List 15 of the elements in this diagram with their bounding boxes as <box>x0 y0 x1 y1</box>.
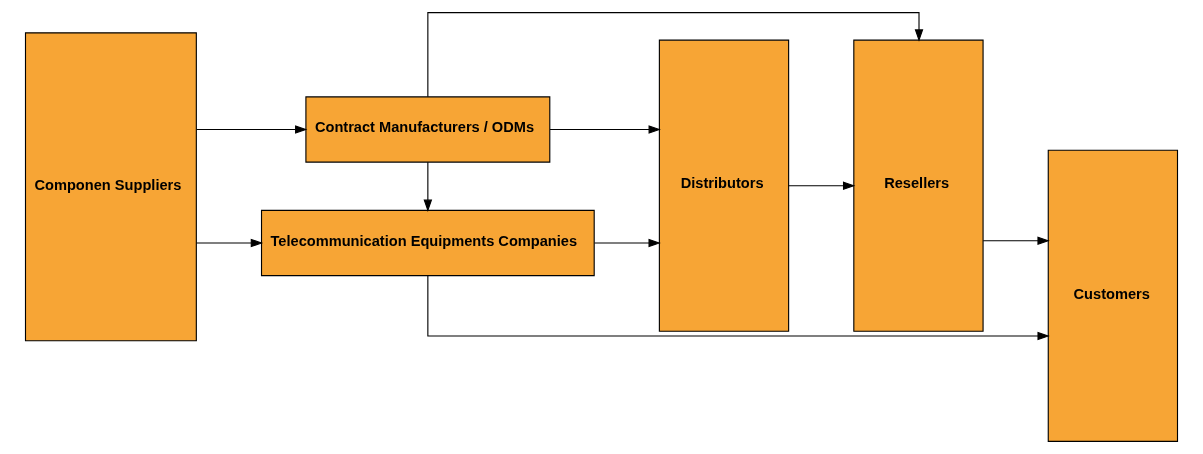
node-box: Resellers <box>853 39 984 332</box>
arrow <box>549 125 661 134</box>
node-box: Distributors <box>658 39 790 332</box>
arrow <box>196 238 264 248</box>
node-box: Contract Manufacturers / ODMs <box>305 96 551 163</box>
node-box: Customers <box>1047 149 1179 442</box>
arrow <box>427 12 924 98</box>
node-box: Componen Suppliers <box>24 32 197 342</box>
node-box: Telecommunication Equipments Companies <box>260 209 595 277</box>
arrow <box>788 181 856 191</box>
arrow <box>982 236 1050 246</box>
arrow <box>427 275 1050 341</box>
arrow <box>196 125 308 134</box>
arrow <box>423 161 433 212</box>
arrow <box>594 238 661 248</box>
